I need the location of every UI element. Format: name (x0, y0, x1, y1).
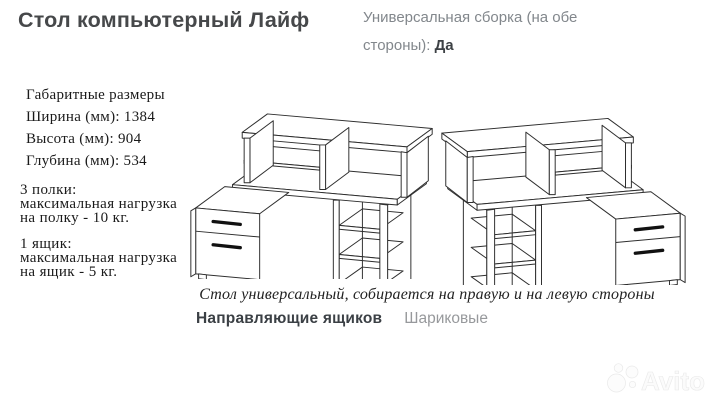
assembly-value: Да (434, 37, 454, 54)
assembly-info: Универсальная сборка (на обе стороны): Д… (363, 4, 615, 60)
dimension-row-width: Ширина (мм): 1384 (26, 109, 156, 125)
desk-drawing-left (189, 112, 434, 279)
shelves-note: 3 полки: максимальная нагрузка на полку … (20, 182, 178, 226)
drawer-rails-row: Направляющие ящиков Шариковые (196, 310, 488, 328)
avito-circles-icon (607, 363, 639, 393)
dimensions-block: Габаритные размеры Ширина (мм): 1384 Выс… (26, 84, 165, 172)
desk-drawing-right (440, 116, 687, 285)
universal-desk-caption: Стол универсальный, собирается на правую… (199, 286, 655, 303)
avito-brand-text: Avito (641, 366, 705, 396)
dimension-row-height: Высота (мм): 904 (26, 131, 142, 147)
product-title: Стол компьютерный Лайф (18, 8, 310, 32)
dimensions-heading: Габаритные размеры (26, 87, 165, 103)
assembly-label: Универсальная сборка (на обе стороны): (363, 9, 578, 54)
dimension-row-depth: Глубина (мм): 534 (26, 153, 147, 169)
drawer-note: 1 ящик: максимальная нагрузка на ящик - … (20, 235, 178, 280)
load-notes-block: 3 полки: максимальная нагрузка на полку … (20, 182, 200, 280)
depth-value: 534 (123, 153, 147, 169)
avito-watermark: Avito (607, 363, 705, 396)
width-value: 1384 (123, 109, 156, 125)
drawer-rails-value: Шариковые (404, 310, 488, 327)
height-value: 904 (117, 131, 142, 147)
drawer-rails-label: Направляющие ящиков (196, 310, 383, 327)
